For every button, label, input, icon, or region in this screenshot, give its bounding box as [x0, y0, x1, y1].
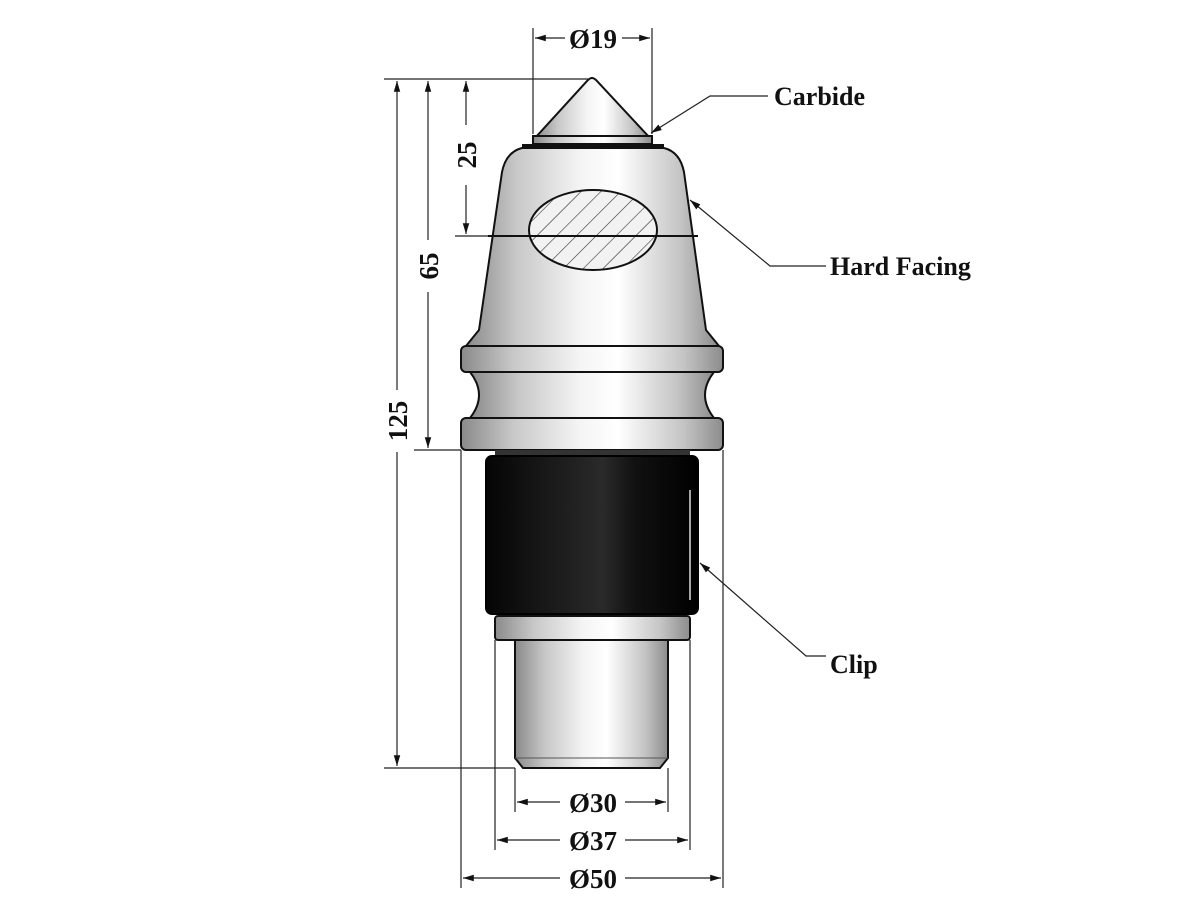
dim-tip-height: 25 — [452, 142, 482, 169]
carbide-tip — [522, 77, 664, 148]
pick-head — [460, 147, 724, 451]
clip-sleeve — [485, 450, 699, 615]
shank — [494, 615, 691, 769]
label-carbide: Carbide — [774, 82, 865, 111]
extension-lines — [384, 28, 724, 888]
dim-head-height: 65 — [414, 253, 444, 280]
dimension-lines — [393, 34, 721, 882]
dim-ring-diameter: Ø37 — [569, 826, 617, 856]
dim-collar-diameter: Ø50 — [569, 864, 617, 894]
dim-tip-diameter: Ø19 — [569, 24, 617, 54]
hard-facing-section — [528, 189, 658, 271]
dim-overall-length: 125 — [383, 401, 413, 442]
leader-lines — [650, 95, 826, 657]
label-clip: Clip — [830, 650, 878, 679]
label-hard-facing: Hard Facing — [830, 252, 971, 281]
dim-shank-diameter: Ø30 — [569, 788, 617, 818]
